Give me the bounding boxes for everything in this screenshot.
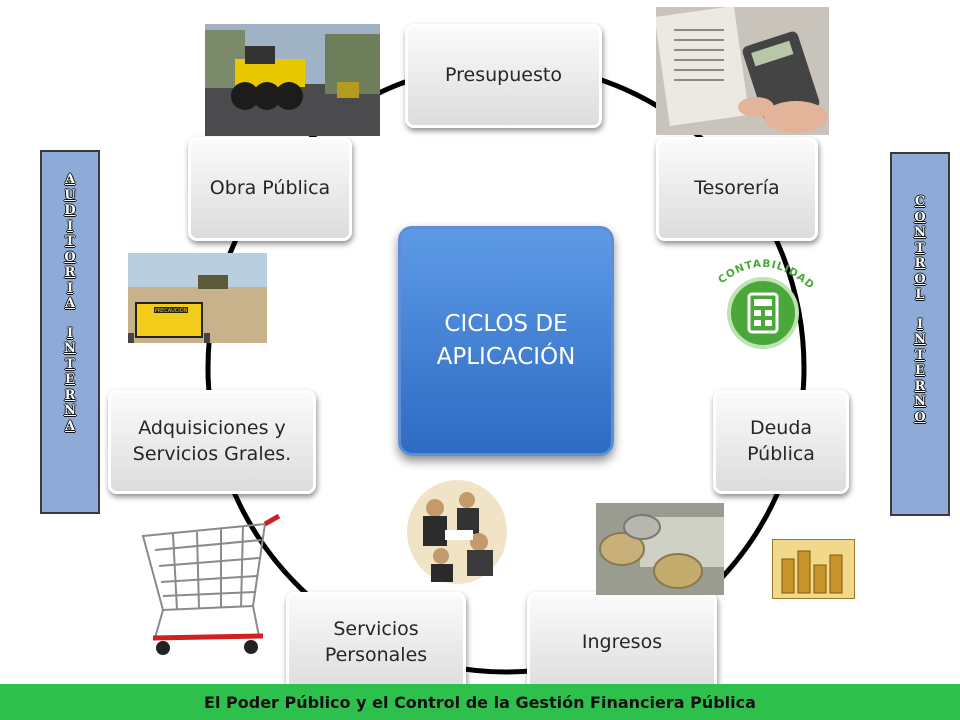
node-ingresos: Ingresos: [527, 592, 717, 694]
vertical-letter: T: [65, 356, 75, 372]
vertical-letter: E: [65, 372, 75, 387]
center-title-line1: CICLOS DE: [444, 310, 568, 337]
vertical-letter: A: [64, 418, 76, 434]
vertical-letter: N: [914, 394, 926, 409]
vertical-letter: T: [915, 240, 925, 256]
vertical-letter: N: [64, 341, 76, 356]
node-presupuesto: Presupuesto: [405, 24, 602, 128]
node-obra-publica: Obra Pública: [188, 137, 352, 241]
node-presupuesto-label: Presupuesto: [445, 64, 562, 87]
vertical-letter: O: [914, 271, 926, 287]
center-title-box: CICLOS DE APLICACIÓN: [398, 226, 614, 456]
node-deuda-publica: Deuda Pública: [713, 390, 849, 494]
contabilidad-logo: CONTABILIDAD: [705, 250, 820, 350]
node-tesoreria-label: Tesorería: [694, 177, 780, 200]
vertical-letter: L: [915, 287, 925, 302]
node-adquisiciones-label-line1: Adquisiciones y: [138, 417, 286, 440]
gold-coins-photo: [772, 539, 855, 599]
node-obra-label: Obra Pública: [209, 177, 331, 200]
vertical-letter: O: [914, 409, 926, 425]
node-tesoreria: Tesorería: [656, 137, 818, 241]
vertical-letter: I: [66, 280, 74, 296]
node-adquisiciones-label-line2: Servicios Grales.: [132, 443, 292, 465]
vertical-letter: D: [64, 203, 76, 218]
node-deuda-label-line1: Deuda: [749, 417, 813, 440]
node-servicios-personales: Servicios Personales: [286, 592, 466, 694]
vertical-letter: C: [914, 194, 926, 209]
vertical-letter: N: [914, 225, 926, 240]
vertical-letter: I: [66, 325, 74, 341]
calculator-photo: [656, 7, 829, 135]
vertical-letter: R: [64, 265, 76, 280]
sign-label: PRECAUCIÓN: [155, 307, 188, 314]
coins-photo: [596, 503, 724, 595]
node-adquisiciones: Adquisiciones y Servicios Grales.: [108, 390, 316, 494]
node-servicios-label-line1: Servicios: [333, 618, 419, 641]
vertical-letter: T: [915, 347, 925, 363]
business-meeting-photo: [405, 478, 510, 586]
vertical-letter: R: [914, 256, 926, 271]
vertical-letter: U: [64, 187, 76, 203]
vertical-letter: R: [64, 387, 76, 403]
center-title-line2: APLICACIÓN: [436, 344, 576, 370]
vertical-letter: O: [914, 209, 926, 225]
vertical-letter: T: [65, 234, 75, 249]
footer-bar: El Poder Público y el Control de la Gest…: [0, 684, 960, 720]
node-ingresos-label: Ingresos: [581, 631, 663, 654]
vertical-letter: I: [66, 218, 74, 234]
road-roller-photo: [205, 24, 380, 136]
vertical-letter: O: [64, 249, 76, 265]
node-servicios-label-line2: Personales: [324, 644, 428, 666]
vertical-letter: I: [916, 316, 924, 332]
node-deuda-label-line2: Pública: [747, 443, 815, 465]
vertical-letter: A: [64, 172, 76, 187]
shopping-cart-image: [133, 510, 283, 658]
vertical-letter: A: [64, 296, 76, 311]
vertical-letter: E: [915, 363, 925, 378]
vertical-letter: R: [914, 378, 926, 394]
vertical-letter: N: [64, 403, 76, 418]
construction-sign-photo: PRECAUCIÓN: [128, 253, 267, 343]
vertical-letter: N: [914, 332, 926, 347]
footer-title: El Poder Público y el Control de la Gest…: [204, 692, 756, 712]
